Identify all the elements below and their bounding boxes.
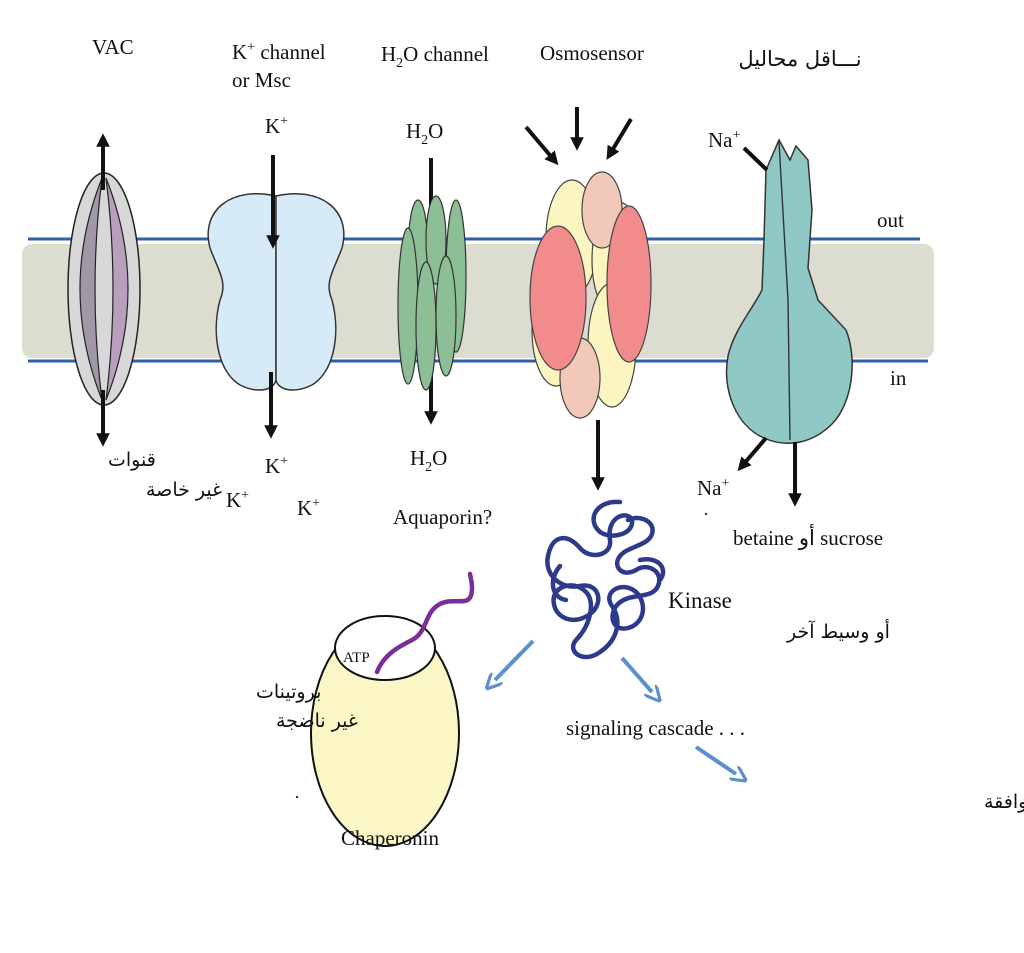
- label-k-bottom-1: K+: [265, 454, 288, 478]
- label-out: out: [877, 208, 904, 232]
- label-proteins-ar-2: غير ناضجة: [276, 710, 358, 732]
- label-compatible-solutes-ar: تكوين المحاليل المتوافقة: [984, 791, 1024, 813]
- label-channels-ar-2: غير خاصة: [146, 479, 222, 501]
- aquaporin-subunit: [397, 227, 419, 385]
- label-k-channel: K+ channel: [232, 40, 326, 64]
- kinase: [545, 499, 666, 660]
- aquaporin-subunit: [415, 261, 437, 391]
- label-chaperonin: Chaperonin: [341, 826, 439, 850]
- label-vac: VAC: [92, 35, 134, 59]
- label-kinase-ar: أو وسيط آخر: [786, 619, 890, 643]
- stray-dot: [704, 512, 708, 516]
- chaperonin-cavity: [334, 615, 436, 681]
- label-proteins-ar-1: بروتينات: [256, 681, 321, 703]
- label-na-bottom: Na+: [697, 476, 730, 500]
- stimulus-arrow-left: [524, 125, 559, 166]
- vac-channel: [67, 133, 141, 447]
- label-msc: or Msc: [232, 68, 291, 92]
- label-betaine-sucrose: betaine أو sucrose: [733, 523, 883, 551]
- label-h2o-top: H2O: [406, 119, 443, 148]
- k-channel-right: [275, 192, 345, 391]
- kinase-coil-loop: [550, 557, 666, 603]
- vac-right-lobe: [105, 177, 129, 401]
- label-osmosensor: Osmosensor: [540, 41, 644, 65]
- na-arrow-out: [737, 436, 768, 472]
- label-k-top: K+: [265, 114, 288, 138]
- label-in: in: [890, 366, 907, 390]
- unfolded-protein-chain: [374, 571, 475, 675]
- stimulus-arrow-right: [606, 117, 633, 160]
- aquaporin-channel: [397, 158, 467, 425]
- label-atp: ATP: [343, 650, 370, 666]
- to-compatible-solutes-arrow: [694, 745, 736, 774]
- label-h2o-bottom: H2O: [410, 446, 447, 475]
- vac-body: [67, 172, 141, 406]
- label-k-bottom-3: K+: [297, 496, 320, 520]
- chaperonin: [310, 571, 475, 847]
- label-kinase: Kinase: [668, 588, 732, 613]
- na-arrow-in: [742, 146, 769, 172]
- transporter-body: [725, 138, 853, 445]
- label-h2o-channel: H2O channel: [381, 42, 489, 71]
- transporter-seam: [778, 141, 791, 441]
- label-channels-ar-1: قنوات: [108, 449, 156, 471]
- stray-dot: [295, 795, 299, 799]
- to-chaperonin-arrow: [495, 639, 535, 680]
- osmosensor-subunit: [606, 205, 652, 363]
- label-k-bottom-2: K+: [226, 488, 249, 512]
- to-signaling-arrow: [620, 656, 652, 692]
- aquaporin-subunit: [435, 255, 457, 377]
- label-na-top: Na+: [708, 128, 741, 152]
- k-channel: [207, 155, 345, 439]
- kinase-coil: [545, 499, 662, 660]
- label-signaling-cascade: signaling cascade . . .: [566, 716, 745, 740]
- label-aquaporin: Aquaporin?: [393, 505, 492, 529]
- osmosensor-subunit: [529, 225, 587, 371]
- label-solute-transporter: نـــاقل محاليل: [738, 47, 861, 71]
- k-channel-left: [207, 192, 277, 391]
- osmosensor: [524, 107, 652, 491]
- solute-transporter: [725, 138, 853, 507]
